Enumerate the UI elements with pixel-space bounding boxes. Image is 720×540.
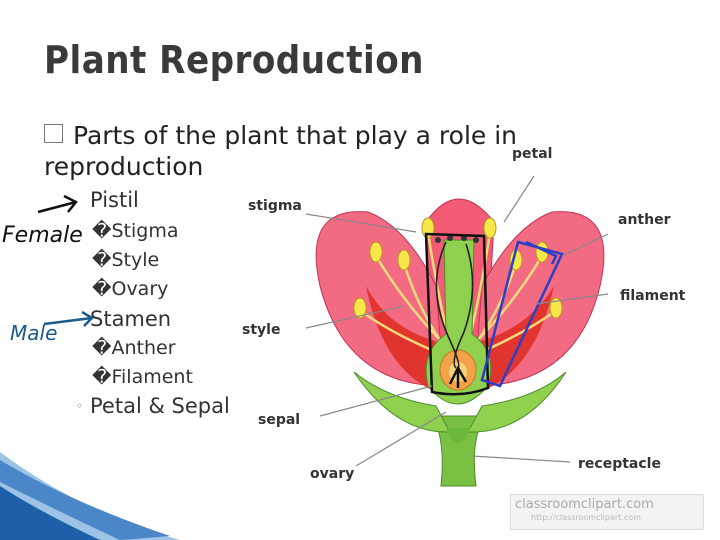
list-item-anther: �Anther <box>92 337 176 359</box>
slide-title: Plant Reproduction <box>44 38 424 82</box>
label-ovary: ovary <box>310 466 354 482</box>
label-receptacle: receptacle <box>578 456 661 472</box>
watermark-logo: classroomclipart.com http://classroomcli… <box>510 494 704 530</box>
list-item-ovary: �Ovary <box>92 278 168 300</box>
female-label: Female <box>2 223 83 248</box>
bullet-box <box>44 124 63 143</box>
label-sepal: sepal <box>258 412 300 428</box>
handwritten-annotations: Female Male <box>0 190 100 350</box>
list-item-style: �Style <box>92 249 159 271</box>
label-filament: filament <box>620 288 686 304</box>
bullet-marker: ◦ <box>76 399 90 413</box>
label-anther: anther <box>618 212 671 228</box>
corner-decoration <box>0 452 180 540</box>
list-item-petal-sepal: ◦Petal & Sepal <box>76 394 230 418</box>
label-stigma: stigma <box>248 198 302 214</box>
label-style: style <box>242 322 280 338</box>
label-petal: petal <box>512 146 552 162</box>
flower-diagram: petal stigma anther filament style sepal… <box>236 136 696 496</box>
male-label: Male <box>10 321 57 345</box>
list-item-stigma: �Stigma <box>92 220 179 242</box>
list-item-filament: �Filament <box>92 366 193 388</box>
